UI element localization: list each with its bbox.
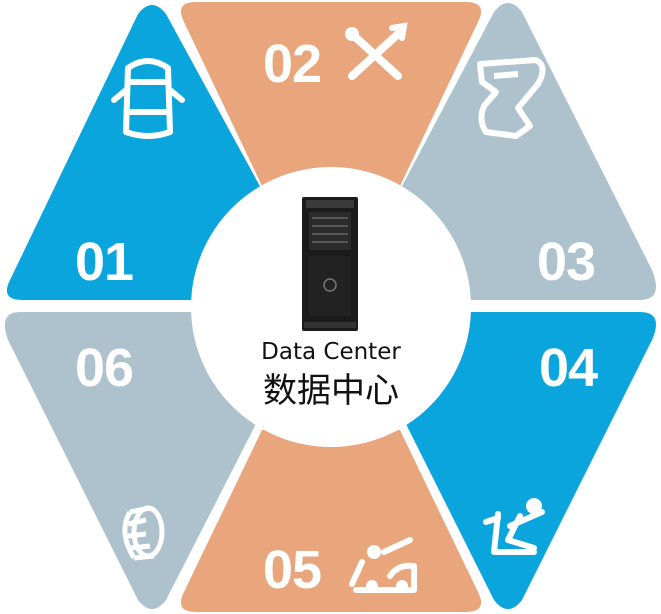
- segment-03-number: 03: [537, 232, 595, 292]
- segment-06-number: 06: [75, 338, 133, 398]
- driver-seat-icon: [483, 498, 545, 555]
- segment-06: [4, 312, 258, 609]
- segment-04: [404, 312, 656, 609]
- center-title-en: Data Center: [261, 339, 401, 365]
- road-map-icon: [477, 57, 546, 139]
- car-mechanic-icon: [349, 537, 417, 593]
- segment-02-number: 02: [263, 34, 321, 94]
- segment-01-number: 01: [75, 232, 133, 292]
- segment-02: [180, 2, 482, 186]
- segment-03: [400, 3, 656, 300]
- segment-05-number: 05: [263, 540, 321, 600]
- segment-01: [6, 5, 262, 300]
- tire-icon: [122, 505, 165, 561]
- center-title-cn: 数据中心: [263, 371, 399, 411]
- tools-icon: [345, 22, 408, 80]
- segment-04-number: 04: [539, 338, 598, 398]
- car-top-view-icon: [111, 58, 185, 139]
- server-tower-icon: [302, 197, 358, 331]
